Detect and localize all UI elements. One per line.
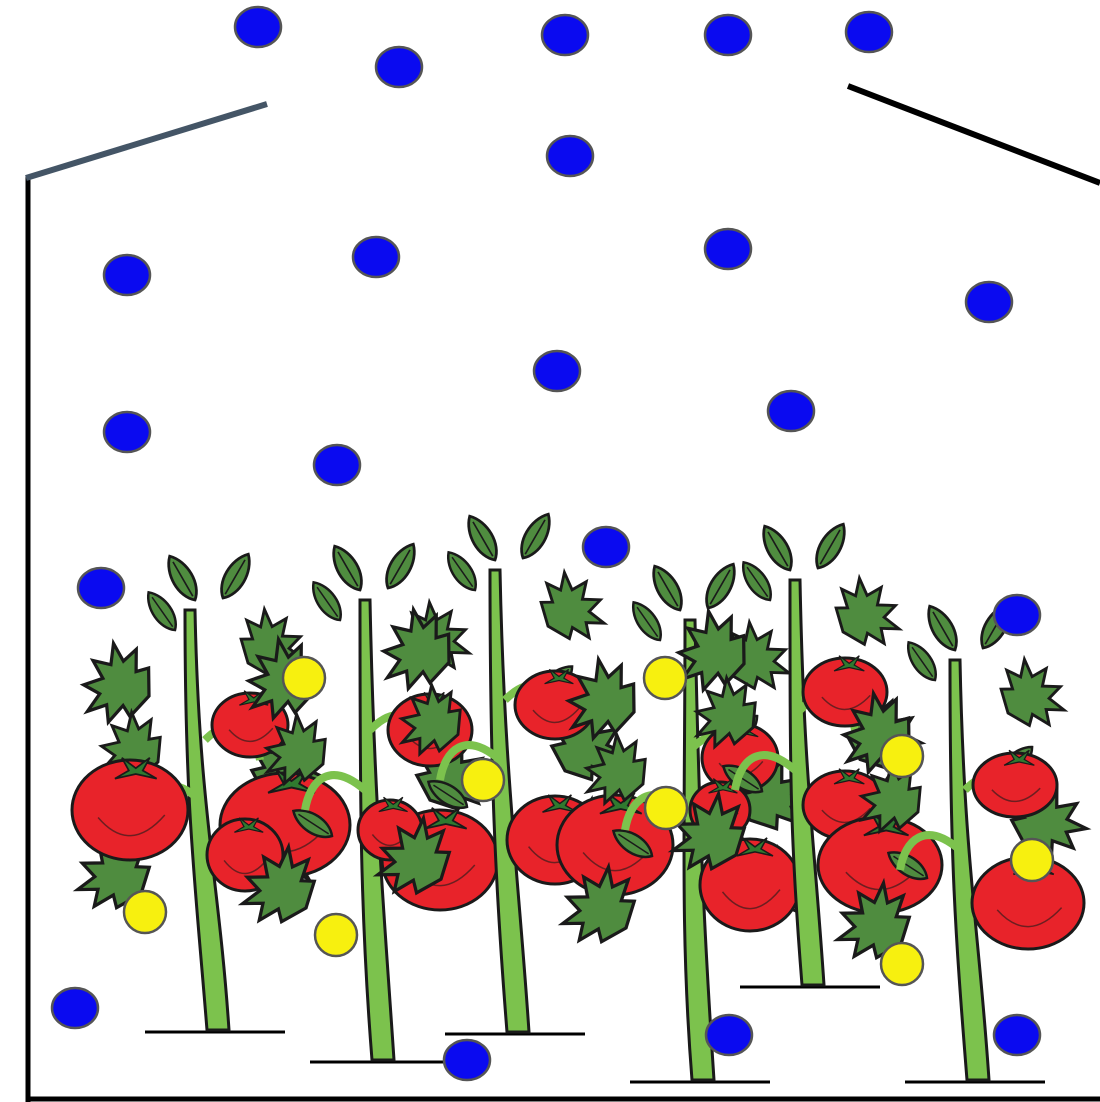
leaf bbox=[921, 601, 963, 655]
leaf bbox=[441, 547, 482, 595]
leaf bbox=[901, 637, 942, 685]
blue-particle bbox=[542, 15, 588, 55]
blue-particle bbox=[353, 237, 399, 277]
yellow-particle bbox=[462, 759, 504, 801]
leaf bbox=[736, 557, 777, 605]
blue-particle bbox=[376, 47, 422, 87]
blue-particle bbox=[994, 1015, 1040, 1055]
blue-particle bbox=[706, 1015, 752, 1055]
yellow-particle bbox=[283, 657, 325, 699]
blue-particle bbox=[314, 445, 360, 485]
blue-particle bbox=[78, 568, 124, 608]
leaf bbox=[141, 587, 182, 635]
blue-particle bbox=[768, 391, 814, 431]
leaf bbox=[514, 509, 556, 563]
yellow-particle bbox=[881, 943, 923, 985]
leaf bbox=[987, 650, 1075, 740]
blue-particle bbox=[235, 7, 281, 47]
blue-particle bbox=[547, 136, 593, 176]
leaf bbox=[326, 541, 368, 595]
leaf bbox=[306, 577, 347, 625]
blue-particle bbox=[583, 527, 629, 567]
leaf bbox=[461, 511, 503, 565]
leaf bbox=[756, 521, 798, 575]
blue-particle bbox=[52, 988, 98, 1028]
blue-particle bbox=[966, 282, 1012, 322]
yellow-particle bbox=[644, 657, 686, 699]
leaf bbox=[74, 636, 163, 732]
leaf bbox=[379, 539, 421, 593]
leaf bbox=[161, 551, 203, 605]
leaf bbox=[626, 597, 667, 645]
yellow-particle bbox=[645, 787, 687, 829]
leaf bbox=[527, 564, 615, 654]
yellow-particle bbox=[1011, 839, 1053, 881]
leaf bbox=[809, 519, 851, 573]
stem bbox=[950, 660, 989, 1080]
leaf bbox=[646, 561, 688, 615]
blue-particle bbox=[846, 12, 892, 52]
blue-particle bbox=[705, 15, 751, 55]
stem bbox=[490, 570, 529, 1032]
tomato-plants bbox=[66, 509, 1097, 1082]
yellow-particle bbox=[124, 891, 166, 933]
blue-particle bbox=[444, 1040, 490, 1080]
blue-particle bbox=[994, 595, 1040, 635]
blue-particle bbox=[534, 351, 580, 391]
leaf bbox=[822, 569, 910, 659]
yellow-particle bbox=[315, 914, 357, 956]
blue-particle bbox=[705, 229, 751, 269]
leaf bbox=[214, 549, 256, 603]
greenhouse-roof-left bbox=[26, 104, 267, 178]
leaf bbox=[699, 559, 741, 613]
blue-particle bbox=[104, 412, 150, 452]
blue-particle bbox=[104, 255, 150, 295]
greenhouse-roof-right bbox=[848, 86, 1100, 183]
yellow-particle bbox=[881, 735, 923, 777]
